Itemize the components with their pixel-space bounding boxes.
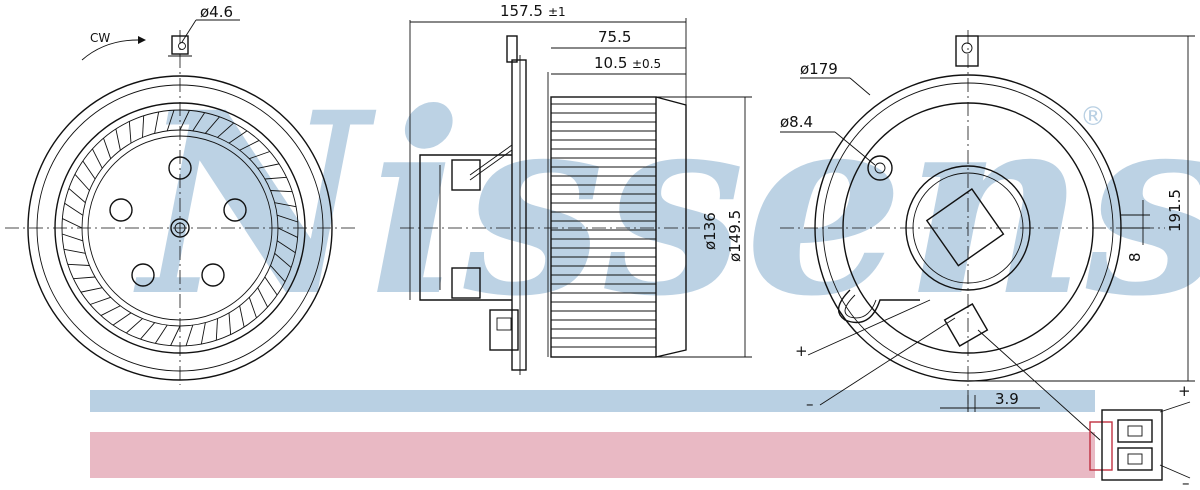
fan-blade bbox=[264, 276, 278, 296]
fan-blade bbox=[179, 110, 190, 131]
fan-blade bbox=[170, 325, 181, 346]
fan-blade bbox=[103, 138, 112, 159]
brand-watermark: Nissens bbox=[133, 57, 1200, 351]
fan-blade bbox=[125, 318, 143, 334]
fan-blade bbox=[67, 263, 90, 266]
fan-blade bbox=[166, 110, 175, 131]
fan-blade bbox=[257, 163, 280, 169]
fan-blade bbox=[270, 265, 286, 283]
rotation-label: CW bbox=[90, 31, 110, 45]
fan-blade bbox=[82, 160, 96, 180]
offset-tol: ±0.5 bbox=[632, 57, 661, 71]
overall-length-tol: ±1 bbox=[548, 5, 566, 19]
fan-blade bbox=[128, 121, 132, 144]
fan-blade bbox=[100, 305, 121, 316]
fan-blade bbox=[217, 122, 235, 138]
fan-blade bbox=[274, 202, 297, 208]
center-offset-dim: 8 bbox=[1126, 252, 1144, 262]
pink-band bbox=[90, 432, 1095, 478]
fan-blade bbox=[239, 140, 260, 151]
rotation-arrow bbox=[81, 39, 139, 61]
fan-blade bbox=[228, 312, 232, 335]
front-hole-dim: ø4.6 bbox=[200, 3, 233, 21]
wheel-width-dim: 75.5 bbox=[598, 28, 631, 46]
fan-blade bbox=[228, 130, 248, 144]
fan-blade bbox=[140, 322, 155, 340]
fan-blade bbox=[274, 253, 292, 268]
fan-blade bbox=[115, 128, 121, 151]
overall-length-dim: 157.5 bbox=[500, 2, 543, 20]
fan-blade bbox=[64, 202, 84, 216]
fan-blade bbox=[249, 151, 270, 160]
fan-blade bbox=[154, 324, 168, 344]
housing-dia-dim: ø149.5 bbox=[726, 210, 744, 262]
flange-dia-dim: ø179 bbox=[800, 60, 838, 78]
connector-plus: + bbox=[1178, 382, 1191, 400]
fan-blade bbox=[248, 297, 257, 318]
fan-blade bbox=[277, 227, 298, 238]
fan-blade bbox=[205, 116, 220, 134]
fan-blade bbox=[277, 214, 298, 223]
minus-label: – bbox=[806, 395, 814, 413]
fan-blade bbox=[90, 296, 111, 305]
fan-blade bbox=[68, 188, 86, 203]
fan-blade bbox=[80, 287, 103, 293]
fan-blade bbox=[63, 248, 86, 254]
fan-blade bbox=[185, 325, 194, 346]
connector-detail: + – bbox=[1089, 382, 1191, 490]
fan-blade bbox=[74, 173, 90, 191]
fan-blade bbox=[200, 322, 206, 345]
front-view: ø4.6 CW bbox=[5, 3, 355, 385]
fan-blade bbox=[73, 276, 96, 280]
fan-blade bbox=[142, 115, 145, 138]
fan-blade bbox=[270, 190, 293, 193]
fan-blade bbox=[62, 218, 83, 229]
connector-minus: – bbox=[1182, 474, 1190, 490]
fan-blade bbox=[112, 312, 132, 326]
fan-blade bbox=[62, 233, 83, 242]
registered-mark: ® bbox=[1080, 102, 1106, 132]
fan-blade bbox=[276, 240, 296, 254]
fan-blade bbox=[215, 318, 218, 341]
blue-band bbox=[90, 390, 1095, 412]
fan-blade bbox=[192, 112, 206, 132]
height-dim: 191.5 bbox=[1166, 189, 1184, 232]
offset-dim: 10.5 bbox=[594, 54, 627, 72]
pin-offset-dim: 3.9 bbox=[995, 390, 1019, 408]
bolt-hole-dim: ø8.4 bbox=[780, 113, 813, 131]
side-view: 157.5 ±1 75.5 10.5 ±0.5 ø136 ø149.5 bbox=[400, 2, 752, 375]
fan-blade bbox=[264, 176, 287, 180]
fan-blade bbox=[154, 111, 160, 134]
rear-view: 191.5 8 ø179 ø8.4 3.9 + – bbox=[780, 30, 1195, 441]
fan-blade bbox=[92, 148, 103, 169]
fan-blade bbox=[257, 287, 268, 308]
plus-label: + bbox=[795, 342, 808, 360]
fan-blade bbox=[239, 305, 245, 328]
wheel-dia-dim: ø136 bbox=[701, 212, 719, 250]
